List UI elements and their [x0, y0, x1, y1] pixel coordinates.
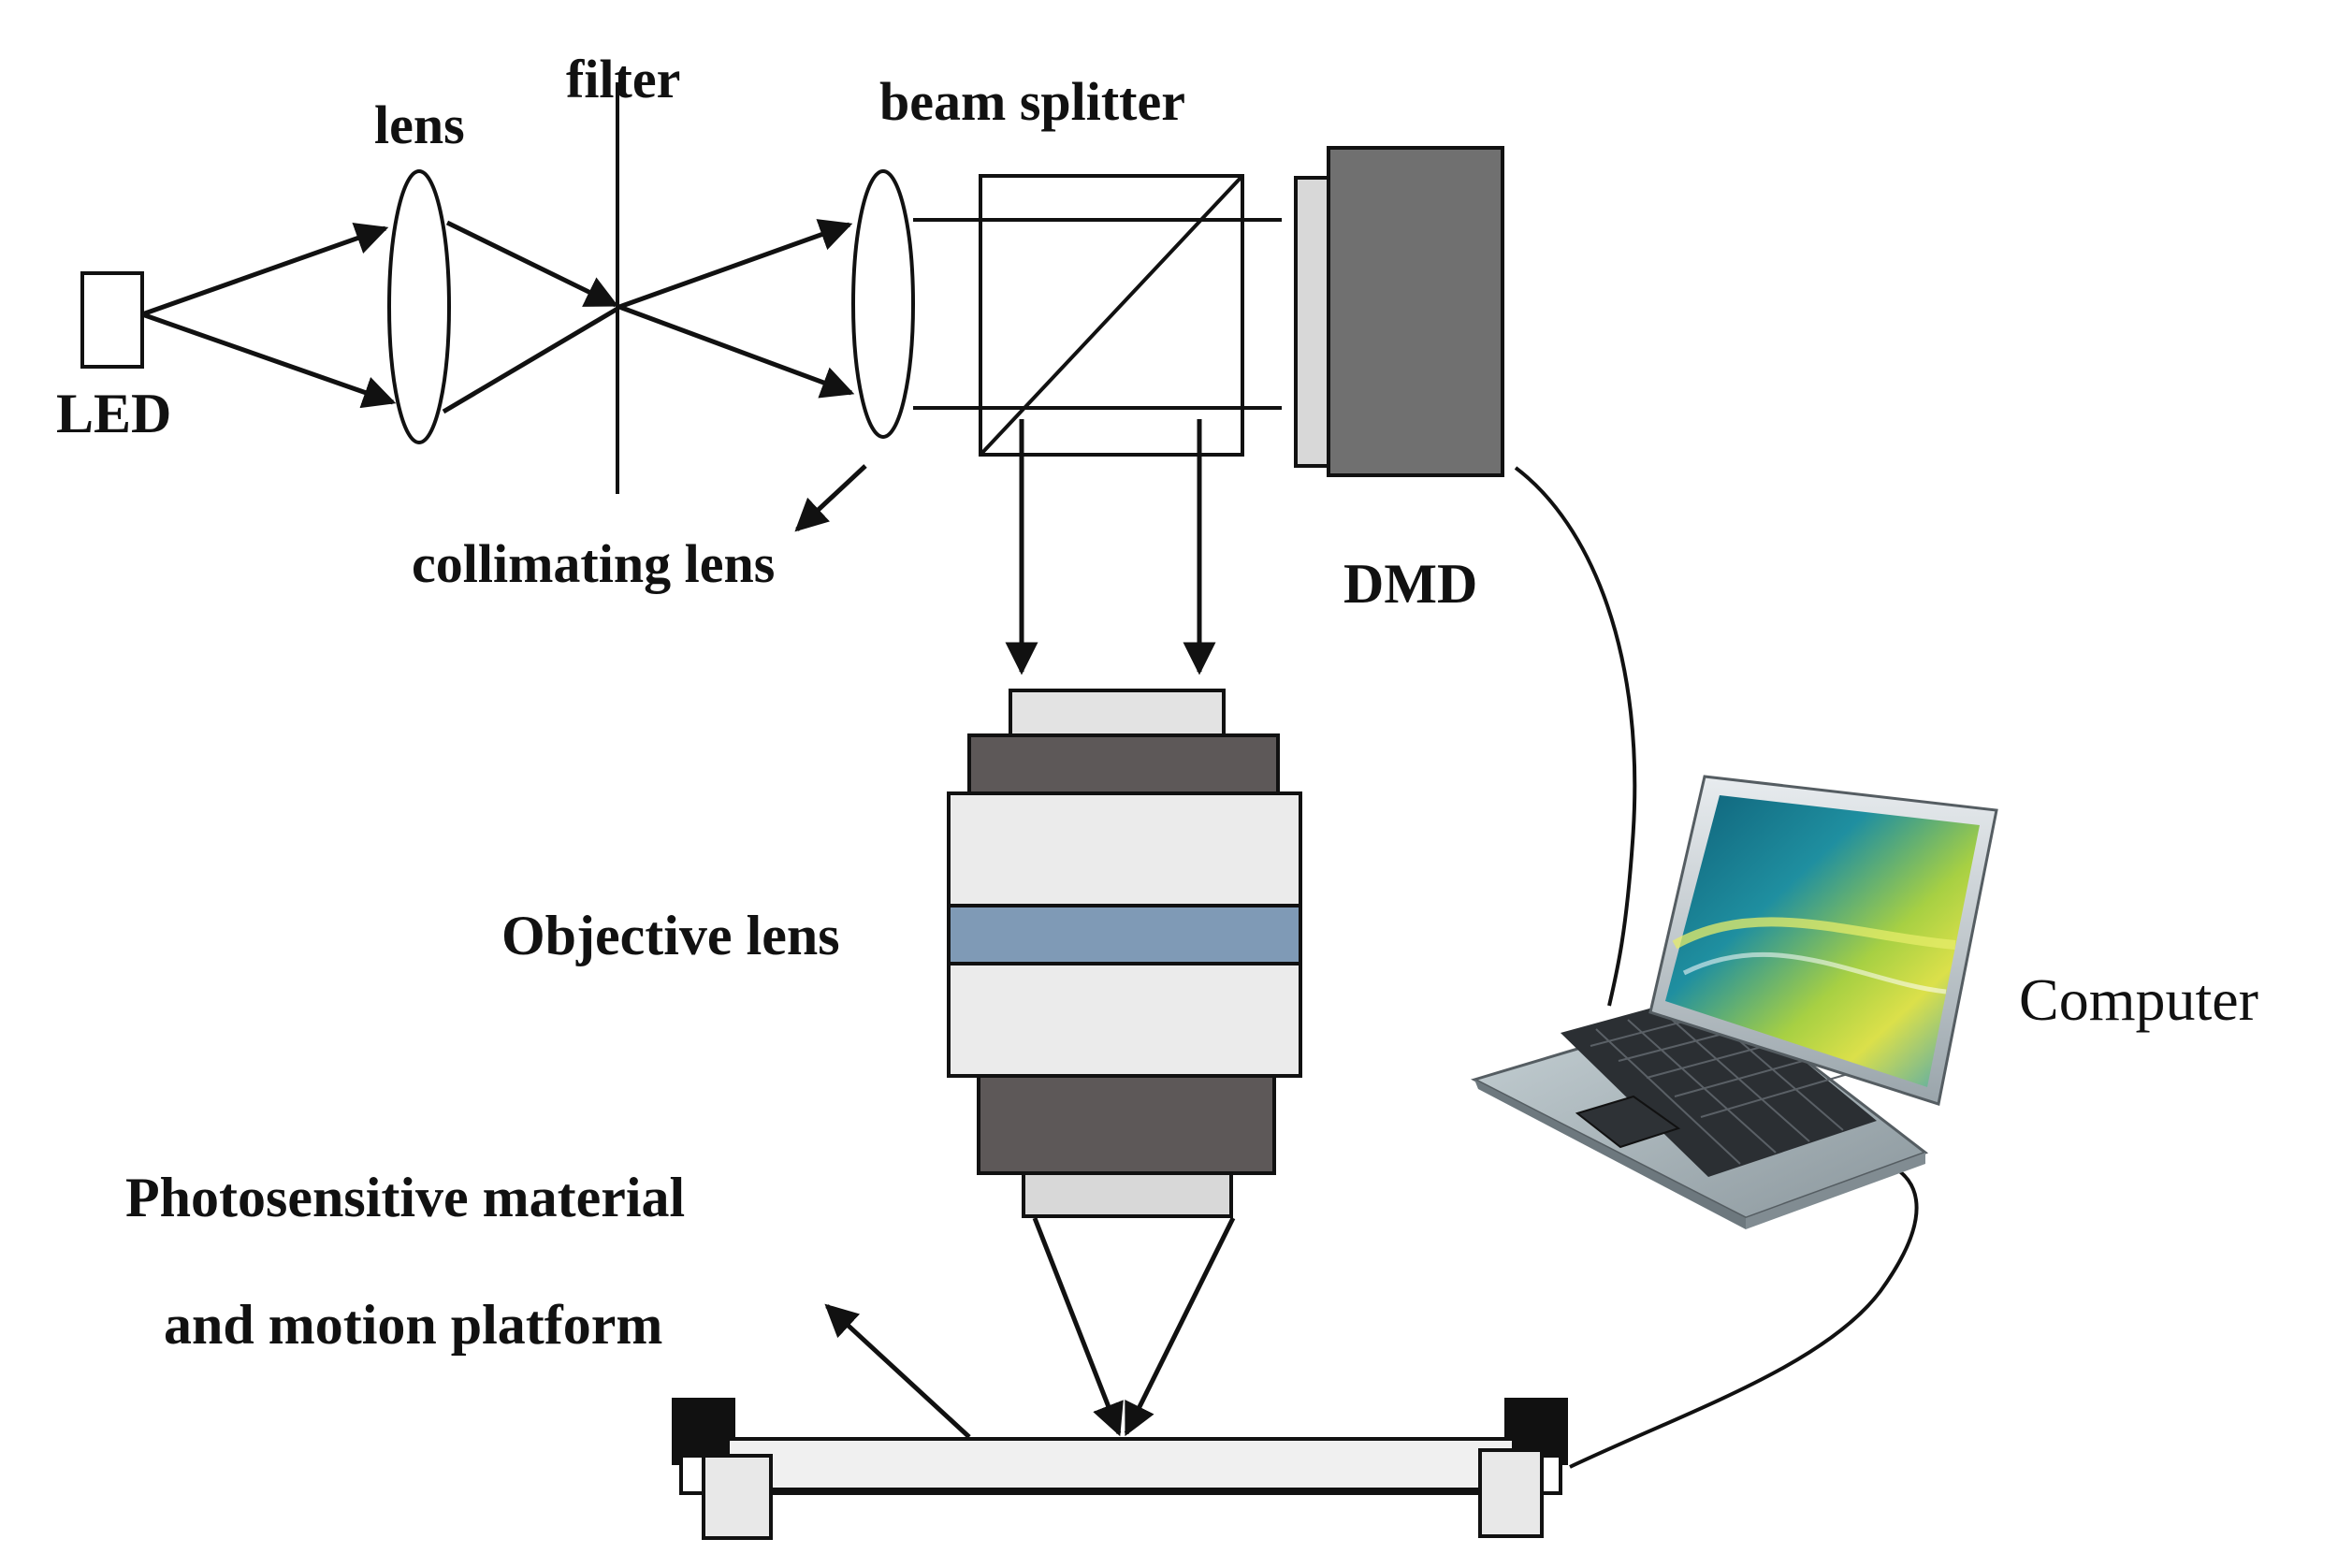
led-source-icon	[80, 271, 144, 369]
ray-lens-upper	[445, 220, 619, 308]
objective-lens-assembly	[947, 689, 1302, 1218]
objective-lens-label: Objective lens	[501, 905, 840, 966]
laptop-base-side	[1746, 1153, 1925, 1229]
objective-band	[947, 904, 1302, 965]
led-label: LED	[56, 383, 171, 444]
dmd-label: DMD	[1343, 553, 1477, 615]
filter-label: filter	[566, 49, 680, 109]
platform-rail	[726, 1437, 1516, 1491]
beam-splitter-cube	[979, 174, 1244, 457]
ray-filter-upper	[618, 219, 853, 310]
collimating-lens-element	[851, 169, 915, 439]
objective-top-cap	[1009, 689, 1226, 739]
laptop-screen-wave	[1672, 917, 1956, 950]
motion-platform	[672, 1398, 1568, 1540]
cable-dmd-computer	[1514, 466, 1637, 1007]
lens-element	[387, 169, 451, 444]
focus-ray-right	[1124, 1216, 1236, 1437]
objective-lower-body	[947, 962, 1302, 1078]
computer-label: Computer	[2019, 966, 2258, 1033]
platform-foot-left	[702, 1454, 773, 1540]
laptop-screen	[1665, 795, 1980, 1087]
laptop-keyboard-grid	[1590, 1000, 1855, 1165]
laptop-computer-icon	[1470, 775, 1998, 1229]
platform-label-line1: Photosensitive material	[125, 1167, 685, 1228]
objective-upper-ring	[967, 733, 1280, 797]
ray-led-lower	[141, 312, 397, 409]
beam-splitter-label: beam splitter	[879, 71, 1185, 132]
collimating-lens-label: collimating lens	[412, 533, 775, 594]
ray-led-upper	[141, 223, 389, 317]
lens-label: lens	[374, 94, 465, 155]
ray-lens-lower	[442, 306, 619, 414]
laptop-screen-wave2	[1682, 951, 1947, 995]
laptop-base-front	[1474, 1080, 1746, 1229]
focus-ray-left	[1032, 1217, 1124, 1437]
platform-pointer	[824, 1303, 971, 1439]
platform-label-line2: and motion platform	[164, 1294, 662, 1356]
objective-upper-body	[947, 791, 1302, 907]
cable-computer-platform	[1569, 1154, 1919, 1469]
collimating-lens-pointer	[794, 464, 867, 532]
laptop-touchpad	[1575, 1095, 1681, 1149]
beam-splitter-diagonal	[979, 174, 1244, 457]
platform-foot-right	[1478, 1448, 1544, 1538]
ray-filter-lower	[618, 304, 855, 399]
objective-tip	[1022, 1171, 1233, 1218]
dmd-body	[1327, 146, 1504, 477]
objective-lower-ring	[977, 1074, 1276, 1175]
